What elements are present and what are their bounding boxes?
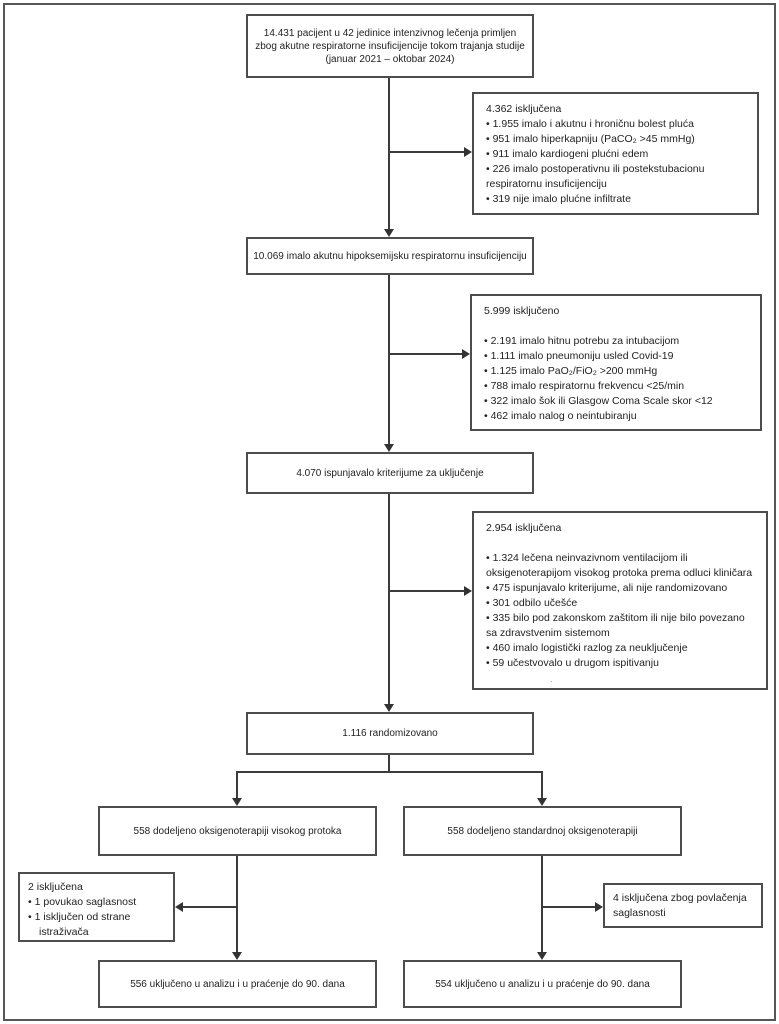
box-eligible-text: 4.070 ispunjavalo kriterijume za uključe… xyxy=(296,467,484,479)
connector-branch-excluded-right xyxy=(543,906,595,908)
box-analyzed-standard: 554 uključeno u analizu i u praćenje do … xyxy=(403,960,682,1008)
arrowhead-right-icon xyxy=(595,902,603,912)
box-eligible: 4.070 ispunjavalo kriterijume za uključe… xyxy=(246,452,534,494)
box-excluded-1: 4.362 isključena • 1.955 imalo i akutnu … xyxy=(472,92,759,215)
arrowhead-down-icon xyxy=(537,798,547,806)
excluded-2-item: • 2.191 imalo hitnu potrebu za intubacij… xyxy=(484,335,680,347)
connector-branch-excluded-3 xyxy=(388,590,464,592)
excluded-3-item: • 460 imalo logistički razlog za neuklju… xyxy=(486,642,688,654)
connector-branch-excluded-left xyxy=(183,906,237,908)
box-excluded-2: 5.999 isključeno • 2.191 imalo hitnu pot… xyxy=(470,294,762,431)
connector-split-horizontal xyxy=(236,771,543,773)
connector-branch-excluded-2 xyxy=(388,353,462,355)
excluded-1-title: 4.362 isključena xyxy=(486,103,562,115)
connector-branch-excluded-1 xyxy=(388,151,464,153)
excluded-1-item: • 319 nije imalo plućne infiltrate xyxy=(486,193,631,205)
arrowhead-down-icon xyxy=(384,704,394,712)
excluded-3-item: • 59 učestvovalo u drugom ispitivanju xyxy=(486,657,659,669)
excluded-2-item: • 1.125 imalo PaO₂/FiO₂ >200 mmHg xyxy=(484,365,658,377)
connector-enrollment-to-hypoxemic xyxy=(388,78,390,229)
connector-hypoxemic-to-eligible xyxy=(388,275,390,444)
stray-period-mark: . xyxy=(550,674,553,684)
connector-eligible-to-randomized xyxy=(388,494,390,704)
excluded-left-title: 2 isključena xyxy=(28,881,83,893)
box-randomized-text: 1.116 randomizovano xyxy=(342,728,438,739)
arrowhead-down-icon xyxy=(232,798,242,806)
box-excluded-right-arm: 4 isključena zbog povlačenja saglasnosti xyxy=(603,883,763,928)
box-randomized: 1.116 randomizovano xyxy=(246,712,534,755)
excluded-2-item: • 788 imalo respiratornu frekvencu <25/m… xyxy=(484,380,685,392)
connector-arm-standard-to-analysis xyxy=(541,856,543,952)
box-enrollment: 14.431 pacijent u 42 jedinice intenzivno… xyxy=(246,14,534,78)
arrowhead-right-icon xyxy=(464,147,472,157)
arrowhead-right-icon xyxy=(462,349,470,359)
excluded-2-title: 5.999 isključeno xyxy=(484,305,560,317)
arrowhead-down-icon xyxy=(232,952,242,960)
box-arm-standard-text: 558 dodeljeno standardnoj oksigenoterapi… xyxy=(447,825,638,837)
excluded-1-item: • 951 imalo hiperkapniju (PaCO₂ >45 mmHg… xyxy=(486,133,695,145)
box-excluded-left-arm: 2 isključena • 1 povukao saglasnost • 1 … xyxy=(18,872,175,942)
arrowhead-right-icon xyxy=(464,586,472,596)
excluded-1-item: • 226 imalo postoperativnu ili postekstu… xyxy=(486,163,705,190)
excluded-2-item: • 462 imalo nalog o neintubiranju xyxy=(484,410,637,422)
arrowhead-down-icon xyxy=(537,952,547,960)
box-analyzed-standard-text: 554 uključeno u analizu i u praćenje do … xyxy=(435,978,650,990)
box-hypoxemic: 10.069 imalo akutnu hipoksemijsku respir… xyxy=(246,237,534,275)
excluded-3-item: • 1.324 lečena neinvazivnom ventilacijom… xyxy=(486,552,753,579)
box-analyzed-high-flow-text: 556 uključeno u analizu i u praćenje do … xyxy=(130,978,345,990)
excluded-left-item: • 1 povukao saglasnost xyxy=(28,896,137,908)
excluded-left-item: • 1 isključen od strane istraživača xyxy=(28,911,131,938)
excluded-3-item: • 475 ispunjavalo kriterijume, ali nije … xyxy=(486,582,728,594)
excluded-1-item: • 911 imalo kardiogeni plućni edem xyxy=(486,148,649,160)
excluded-1-item: • 1.955 imalo i akutnu i hroničnu bolest… xyxy=(486,118,694,130)
connector-to-arm-standard xyxy=(541,771,543,798)
excluded-right-text: 4 isključena zbog povlačenja saglasnosti xyxy=(613,892,747,919)
connector-arm-high-flow-to-analysis xyxy=(236,856,238,952)
excluded-3-title: 2.954 isključena xyxy=(486,522,562,534)
excluded-2-item: • 322 imalo šok ili Glasgow Coma Scale s… xyxy=(484,395,713,407)
box-arm-high-flow: 558 dodeljeno oksigenoterapiji visokog p… xyxy=(98,806,377,856)
arrowhead-down-icon xyxy=(384,229,394,237)
arrowhead-left-icon xyxy=(175,902,183,912)
box-hypoxemic-text: 10.069 imalo akutnu hipoksemijsku respir… xyxy=(253,250,527,262)
connector-randomized-stub xyxy=(388,755,390,772)
excluded-2-item: • 1.111 imalo pneumoniju usled Covid-19 xyxy=(484,350,674,362)
box-arm-high-flow-text: 558 dodeljeno oksigenoterapiji visokog p… xyxy=(133,825,342,837)
connector-to-arm-high-flow xyxy=(236,771,238,798)
excluded-3-item: • 301 odbilo učešće xyxy=(486,597,578,609)
excluded-3-item: • 335 bilo pod zakonskom zaštitom ili ni… xyxy=(486,612,745,639)
box-analyzed-high-flow: 556 uključeno u analizu i u praćenje do … xyxy=(98,960,377,1008)
box-enrollment-text: 14.431 pacijent u 42 jedinice intenzivno… xyxy=(255,27,525,65)
box-excluded-3: 2.954 isključena • 1.324 lečena neinvazi… xyxy=(472,511,768,690)
box-arm-standard: 558 dodeljeno standardnoj oksigenoterapi… xyxy=(403,806,682,856)
arrowhead-down-icon xyxy=(384,444,394,452)
